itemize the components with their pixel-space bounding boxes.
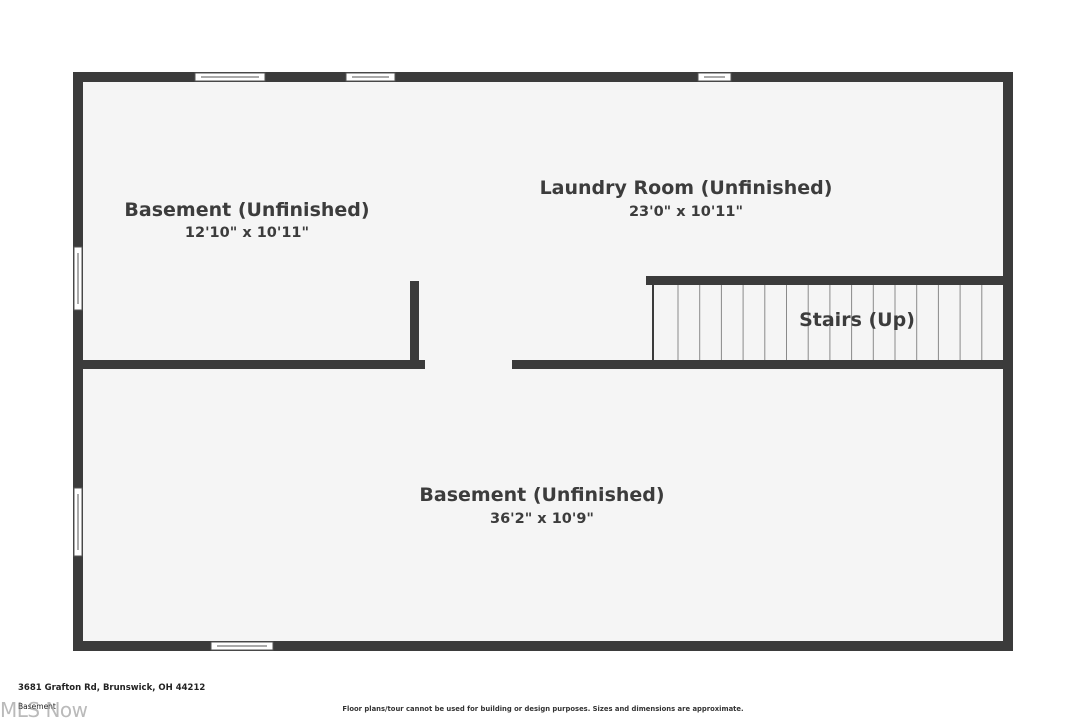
room-dimensions-basement-lower: 36'2" x 10'9" <box>490 511 594 527</box>
room-dimensions-laundry: 23'0" x 10'11" <box>629 204 743 220</box>
windows <box>73 72 732 651</box>
interior-walls <box>78 276 1008 369</box>
disclaimer: Floor plans/tour cannot be used for buil… <box>342 705 744 713</box>
window-left-2 <box>73 487 83 557</box>
stairs-top-wall <box>646 276 1008 285</box>
window-top-3 <box>697 72 732 82</box>
window-bottom-1 <box>210 641 274 651</box>
room-name-laundry: Laundry Room (Unfinished) <box>540 177 833 199</box>
window-top-2 <box>345 72 396 82</box>
window-left-1 <box>73 246 83 311</box>
room-name-basement-upper: Basement (Unfinished) <box>124 199 369 221</box>
wall-divider-right <box>512 360 1008 369</box>
stairs <box>652 285 1003 360</box>
room-name-basement-lower: Basement (Unfinished) <box>419 484 664 506</box>
watermark-logo: MLS Now <box>0 698 88 722</box>
room-dimensions-basement-upper: 12'10" x 10'11" <box>185 225 309 241</box>
wall-stub <box>410 281 419 369</box>
property-address: 3681 Grafton Rd, Brunswick, OH 44212 <box>18 683 206 693</box>
wall-divider-left <box>78 360 425 369</box>
window-top-1 <box>194 72 266 82</box>
floor-label: Basement <box>18 702 56 711</box>
room-name-stairs: Stairs (Up) <box>799 309 915 331</box>
